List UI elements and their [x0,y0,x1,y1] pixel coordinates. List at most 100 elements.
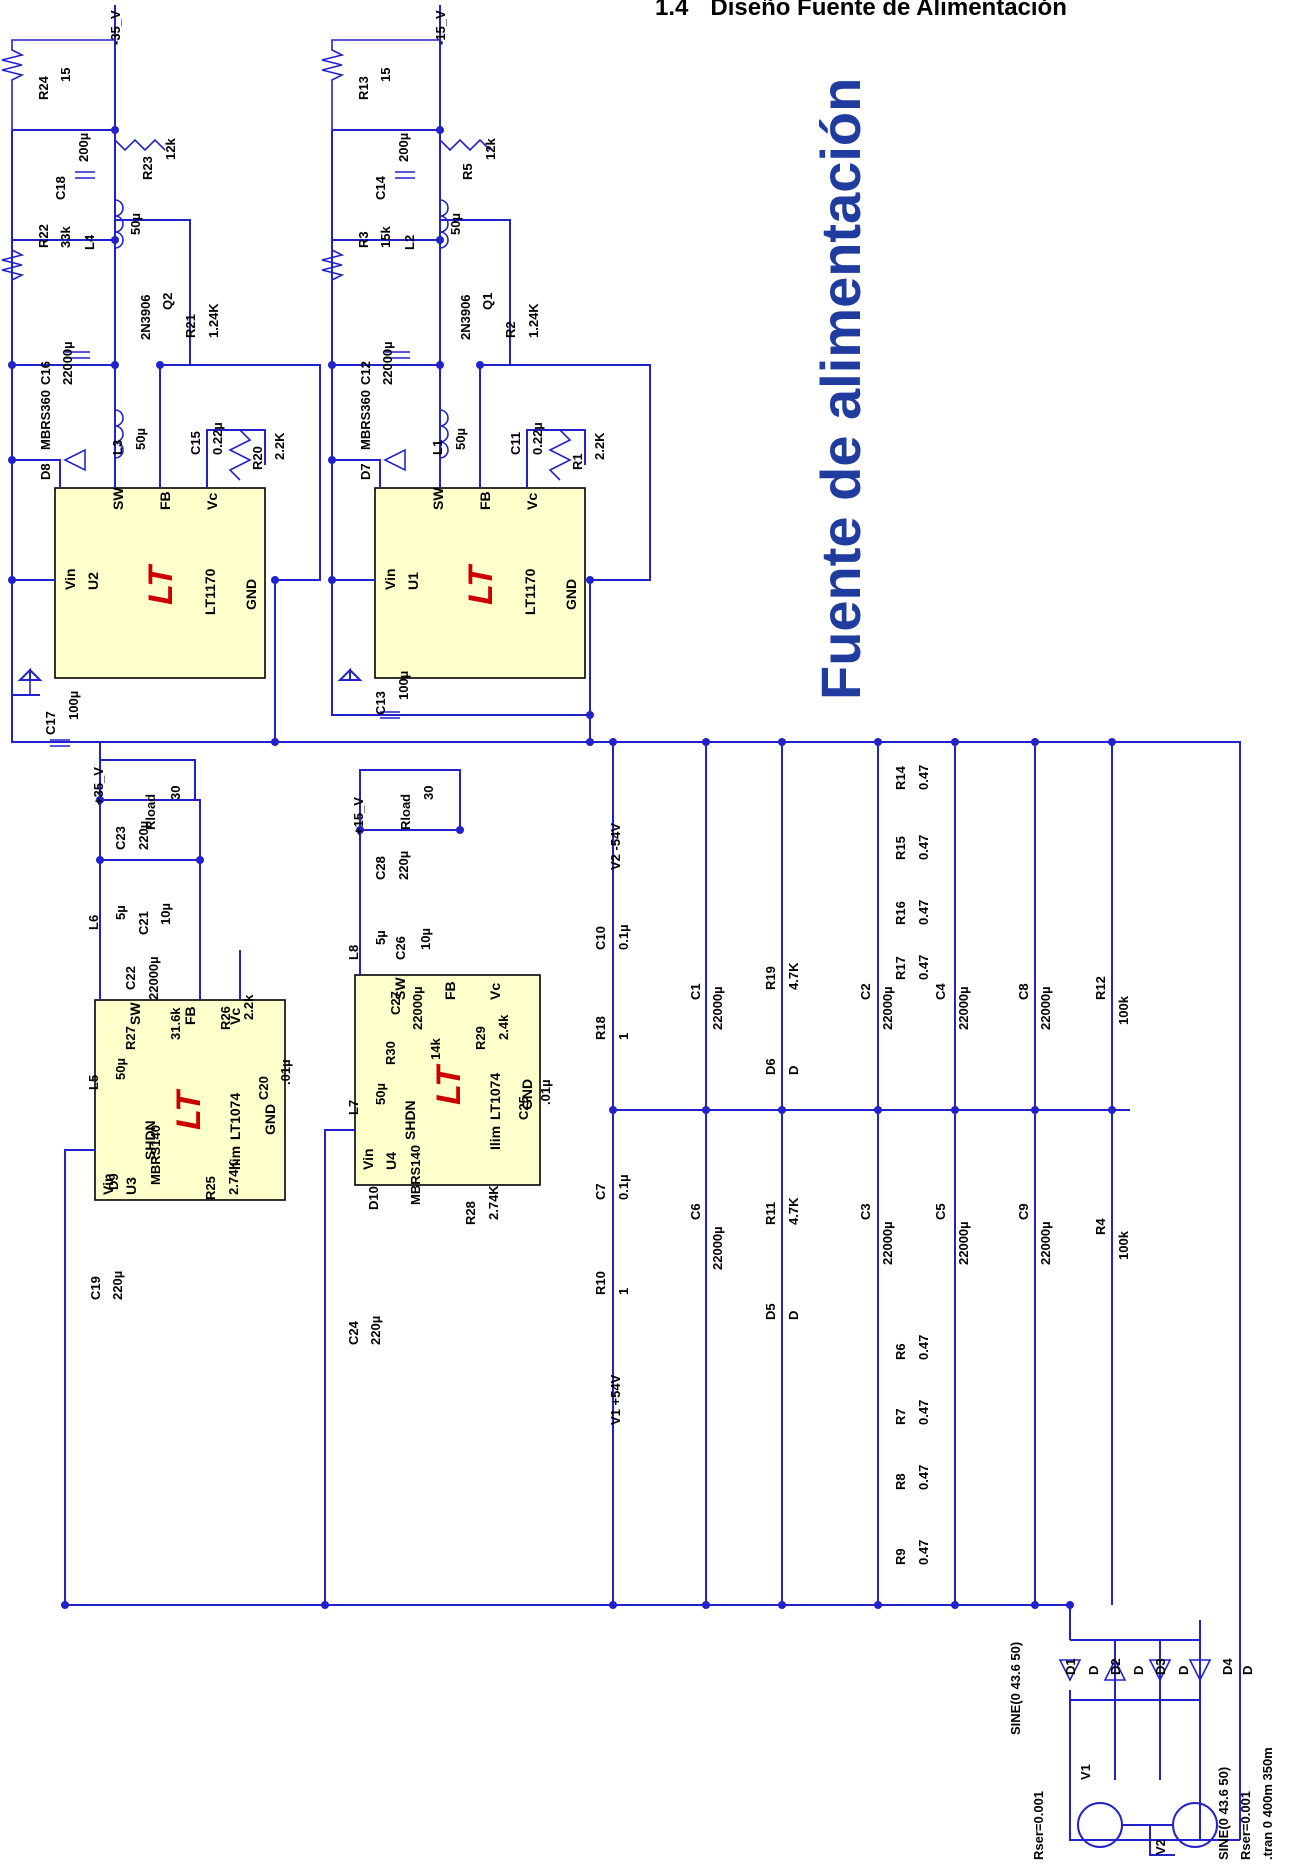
regulator-u3-chip [94,999,286,1201]
rectifier-and-sources: D1 D D2 D D3 D D4 D V1 V2 SINE(0 43.6 50… [1008,1605,1275,1860]
c13-label: C13 [373,691,388,715]
d9-label: D9 [106,1173,121,1190]
d3-model: D [1176,1666,1191,1675]
r13-value: 15 [378,68,393,82]
c6-value: 22000µ [710,1226,725,1270]
u1-pin-gnd: GND [563,579,579,610]
c15-label: C15 [188,431,203,455]
c23-value: 220µ [136,821,151,850]
d10-label: D10 [366,1186,381,1210]
c12-label: C12 [358,361,373,385]
u2-ref: U2 [85,572,101,590]
l2-value: 50µ [448,213,463,235]
d3-label: D3 [1153,1658,1168,1675]
u4-pin-fb: FB [442,981,458,1000]
c21-label: C21 [136,911,151,935]
l7-value: 50µ [373,1083,388,1105]
v2-source-spec: SINE(0 43.6 50) [1216,1767,1231,1860]
u4-pin-vin: Vin [360,1148,376,1170]
d1-model: D [1086,1666,1101,1675]
u3-part: LT1074 [227,1093,243,1140]
r22-label: R22 [36,224,51,248]
v1-rail-label: V1 +54V [608,1374,623,1425]
v2-label: V2 [1153,1839,1168,1855]
c10-label: C10 [593,926,608,950]
c23-label: C23 [113,826,128,850]
r21-label: R21 [183,314,198,338]
d6-label: D6 [763,1058,778,1075]
c28-label: C28 [373,856,388,880]
c17-label: C17 [43,711,58,735]
d7-label: D7 [358,463,373,480]
r11-value: 4.7K [786,1197,801,1225]
u4-pin-vc: Vc [487,983,503,1000]
d2-label: D2 [1108,1658,1123,1675]
r1-label: R1 [570,453,585,470]
u2-pin-gnd: GND [243,579,259,610]
u3-ref: U3 [123,1177,139,1195]
l1-value: 50µ [453,428,468,450]
c24-value: 220µ [368,1316,383,1345]
r27-value: 31.6k [168,1007,183,1040]
d5-model: D [786,1311,801,1320]
c19-label: C19 [88,1276,103,1300]
c3-label: C3 [858,1203,873,1220]
c21-value: 10µ [158,903,173,925]
l5-value: 50µ [113,1058,128,1080]
d6-model: D [786,1066,801,1075]
d7-value: MBRS360 [358,390,373,450]
lt-logo-u2: LT [142,563,180,605]
r7-label: R7 [893,1408,908,1425]
c1-value: 22000µ [710,986,725,1030]
u1-pin-vin: Vin [382,568,398,590]
c19-value: 220µ [110,1271,125,1300]
u3-pin-ilim: Ilim [227,1146,243,1170]
r5-label: R5 [460,163,475,180]
regulator-u2-section: Vin U2 SW FB Vc LT LT1170 GND -35_V R24 … [1,5,321,747]
r9-label: R9 [893,1548,908,1565]
r20-value: 2.2K [272,432,287,460]
u1-pin-vc: Vc [524,493,540,510]
u3-pin-sw: SW [127,1002,143,1025]
r4-label: R4 [1093,1218,1108,1235]
c24-label: C24 [346,1320,361,1345]
r17-value: 0.47 [916,955,931,980]
r17-label: R17 [893,956,908,980]
c13-value: 100µ [396,671,411,700]
rload1-label: Rload [143,794,158,830]
r15-label: R15 [893,836,908,860]
c4-label: C4 [933,983,948,1000]
l4-value: 50µ [128,213,143,235]
c18-label: C18 [53,176,68,200]
c27-label: C27 [388,991,403,1015]
c16-value: 22000µ [60,341,75,385]
c22-value: 22000µ [146,956,161,1000]
r29-value: 2.4k [496,1014,511,1040]
u2-part: LT1170 [202,568,218,615]
r30-label: R30 [383,1041,398,1065]
r16-label: R16 [893,901,908,925]
r28-label: R28 [463,1201,478,1225]
d8-label: D8 [38,463,53,480]
r9-value: 0.47 [916,1540,931,1565]
r24-value: 15 [58,68,73,82]
c7-value: 0.1µ [616,1174,631,1200]
c2-value: 22000µ [880,986,895,1030]
u1-pin-fb: FB [477,491,493,510]
c8-value: 22000µ [1038,986,1053,1030]
r4-value: 100k [1116,1230,1131,1260]
q1-value: 2N3906 [458,294,473,340]
c9-label: C9 [1016,1203,1031,1220]
r6-label: R6 [893,1343,908,1360]
r25-label: R25 [203,1176,218,1200]
rload2-label: Rload [398,794,413,830]
d8-value: MBRS360 [38,390,53,450]
v2-series-resistance: Rser=0.001 [1238,1791,1253,1860]
c14-value: 200µ [396,133,411,162]
r5-value: 12k [483,138,498,160]
l8-value: 5µ [373,930,388,945]
r8-value: 0.47 [916,1465,931,1490]
u1-pin-sw: SW [430,487,446,510]
r3-value: 15k [378,226,393,248]
